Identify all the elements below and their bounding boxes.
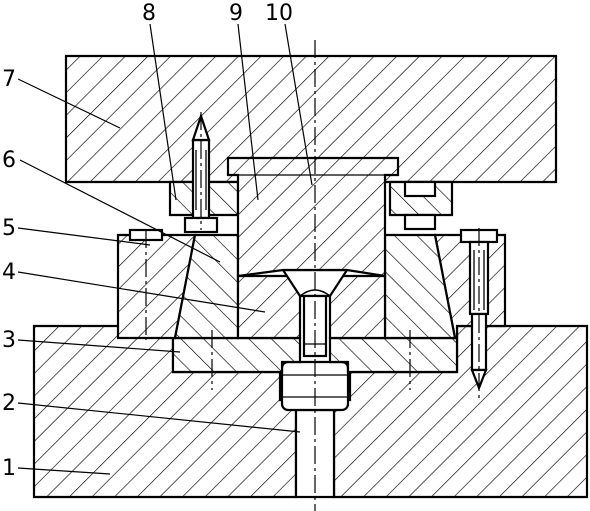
label-4: 4 bbox=[2, 260, 16, 285]
label-10: 10 bbox=[265, 1, 293, 26]
part-7-upper-plate bbox=[64, 54, 558, 184]
label-8: 8 bbox=[142, 1, 156, 26]
label-2: 2 bbox=[2, 391, 16, 416]
label-7: 7 bbox=[2, 67, 16, 92]
label-6: 6 bbox=[2, 148, 16, 173]
leader-lines bbox=[17, 23, 313, 475]
screw-right-upper bbox=[403, 180, 437, 231]
label-1: 1 bbox=[2, 456, 16, 481]
label-5: 5 bbox=[2, 216, 16, 241]
part-3-backing-plate bbox=[171, 336, 459, 374]
part-9-punch bbox=[226, 156, 400, 278]
part-4-lower-die bbox=[173, 233, 457, 340]
label-9: 9 bbox=[229, 1, 243, 26]
part-1-base-plate bbox=[32, 324, 589, 499]
label-3: 3 bbox=[2, 328, 16, 353]
